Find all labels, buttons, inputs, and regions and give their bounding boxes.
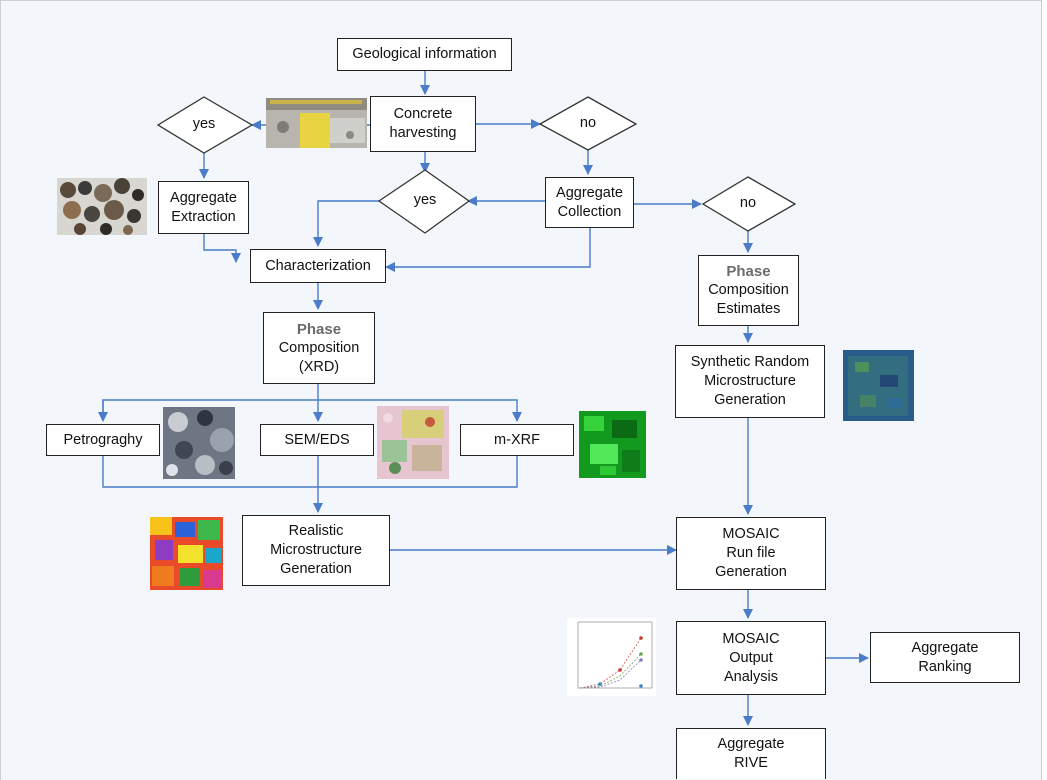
decision-no-mid — [538, 96, 638, 151]
arrow-extraction-to-char — [203, 234, 241, 263]
phase-xrd-label-1: Phase — [296, 320, 342, 338]
petrography-label: Petrograghy — [63, 431, 143, 448]
synthetic-label-3: Generation — [714, 392, 786, 408]
phase-xrd-label-3: (XRD) — [298, 358, 340, 375]
mosaic-run-label-1: MOSAIC — [722, 526, 780, 542]
arrow-yes-mid-to-char — [313, 200, 379, 247]
synthetic-microstructure-map — [843, 350, 914, 421]
realistic-label-2: Microstructure — [270, 542, 362, 558]
geological-information-label: Geological information — [352, 46, 497, 62]
arrow-collection-to-char — [385, 228, 591, 272]
decision-yes-mid-label: yes — [413, 192, 437, 208]
mosaic-output-label-1: MOSAIC — [722, 630, 780, 647]
concrete-harvesting-box: Concrete harvesting — [370, 96, 476, 152]
decision-no-mid-label: no — [579, 115, 597, 131]
mosaic-output-label-3: Analysis — [724, 668, 778, 685]
mosaic-run-file-box: MOSAIC Run file Generation — [676, 517, 826, 590]
aggregate-ranking-label-2: Ranking — [918, 658, 972, 675]
aggregate-ranking-label-1: Aggregate — [911, 639, 979, 656]
aggregate-rive-label-2: RIVE — [734, 755, 768, 771]
merge-line — [102, 456, 518, 488]
aggregate-extraction-label-2: Extraction — [171, 208, 236, 225]
mosaic-output-analysis-box: MOSAIC Output Analysis — [676, 621, 826, 695]
aggregate-extraction-box: Aggregate Extraction — [158, 181, 249, 234]
mosaic-run-label-2: Run file — [726, 545, 776, 561]
phase-est-label-1: Phase — [726, 263, 771, 280]
sem-eds-phase-map — [377, 406, 449, 479]
phase-est-label-3: Estimates — [716, 301, 781, 317]
synthetic-label-2: Microstructure — [704, 373, 796, 389]
decision-no-right-label: no — [739, 195, 757, 211]
phase-xrd-label-2: Composition — [278, 339, 360, 356]
petrography-box: Petrograghy — [46, 424, 160, 456]
characterization-label: Characterization — [265, 257, 371, 274]
decision-yes-mid — [377, 169, 471, 234]
mosaic-run-label-3: Generation — [715, 564, 787, 580]
m-xrf-map — [579, 411, 646, 478]
concrete-harvesting-label-1: Concrete — [393, 106, 453, 122]
phase-est-label-2: Composition — [708, 282, 789, 298]
concrete-harvesting-label-2: harvesting — [389, 125, 457, 141]
aggregate-rive-label-1: Aggregate — [717, 736, 785, 752]
sem-eds-label: SEM/EDS — [284, 431, 350, 448]
realistic-label-3: Generation — [280, 561, 352, 577]
decision-yes-left — [156, 96, 254, 154]
aggregate-collection-label-2: Collection — [557, 203, 622, 220]
concrete-core-photo — [266, 98, 367, 148]
realistic-microstructure-box: Realistic Microstructure Generation — [242, 515, 390, 586]
aggregate-rive-box: Aggregate RIVE — [676, 728, 826, 779]
synthetic-label-1: Synthetic Random — [690, 354, 810, 370]
realistic-microstructure-map — [150, 517, 223, 590]
decision-no-right — [701, 176, 797, 232]
characterization-box: Characterization — [250, 249, 386, 283]
geological-information-box: Geological information — [337, 38, 512, 71]
aggregate-extraction-label-1: Aggregate — [170, 189, 237, 206]
mosaic-output-label-2: Output — [729, 649, 773, 666]
synthetic-microstructure-box: Synthetic Random Microstructure Generati… — [675, 345, 825, 418]
petrography-micrograph — [163, 407, 235, 479]
aggregate-collection-box: Aggregate Collection — [545, 177, 634, 228]
decision-yes-left-label: yes — [192, 116, 216, 132]
m-xrf-label: m-XRF — [494, 431, 540, 448]
aggregate-collection-label-1: Aggregate — [556, 184, 623, 201]
m-xrf-box: m-XRF — [460, 424, 574, 456]
mosaic-output-plot — [567, 618, 656, 696]
aggregate-ranking-box: Aggregate Ranking — [870, 632, 1020, 683]
sem-eds-box: SEM/EDS — [260, 424, 374, 456]
arrow-split-to-mxrf — [318, 399, 522, 422]
phase-composition-estimates-box: Phase Composition Estimates — [698, 255, 799, 326]
phase-composition-xrd-box: Phase Composition (XRD) — [263, 312, 375, 384]
realistic-label-1: Realistic — [288, 523, 344, 539]
aggregate-pebbles-photo — [57, 178, 147, 235]
